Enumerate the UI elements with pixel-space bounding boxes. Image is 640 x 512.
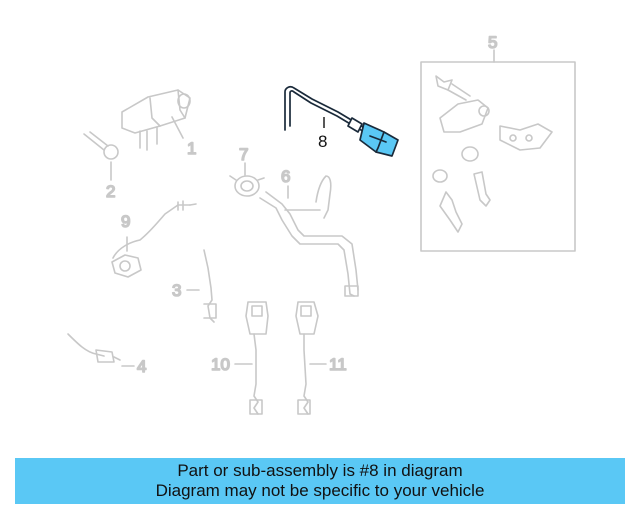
part-5-assembly: [420, 49, 576, 252]
banner-line-disclaimer: Diagram may not be specific to your vehi…: [155, 481, 485, 500]
callout-11[interactable]: 11: [328, 354, 347, 375]
part-info-banner: Part or sub-assembly is #8 in diagram Di…: [15, 458, 625, 504]
callout-6[interactable]: 6: [280, 166, 291, 187]
part-10-sensor: [234, 301, 269, 415]
part-6-pipe: [259, 175, 359, 297]
part-11-sensor: [295, 301, 327, 415]
callout-8[interactable]: 8: [318, 132, 327, 151]
banner-line-part: Part or sub-assembly is #8 in diagram: [177, 461, 463, 480]
callout-2[interactable]: 2: [105, 181, 116, 202]
part-9-temperature-sensor: [111, 200, 197, 278]
callout-9[interactable]: 9: [120, 211, 131, 232]
part-3-sensor: [186, 249, 217, 323]
callout-7[interactable]: 7: [238, 144, 249, 165]
callout-5[interactable]: 5: [487, 32, 498, 53]
part-1-pressure-sensor: [121, 89, 191, 151]
callout-1[interactable]: 1: [186, 138, 197, 159]
part-2-bolt: [83, 131, 119, 181]
part-4-sensor-lead: [67, 333, 135, 367]
callout-10[interactable]: 10: [210, 354, 231, 375]
callout-3[interactable]: 3: [171, 280, 182, 301]
part-7-clamp: [229, 162, 265, 197]
part-8-sensor-lead[interactable]: [284, 85, 399, 157]
callout-4[interactable]: 4: [136, 356, 147, 377]
